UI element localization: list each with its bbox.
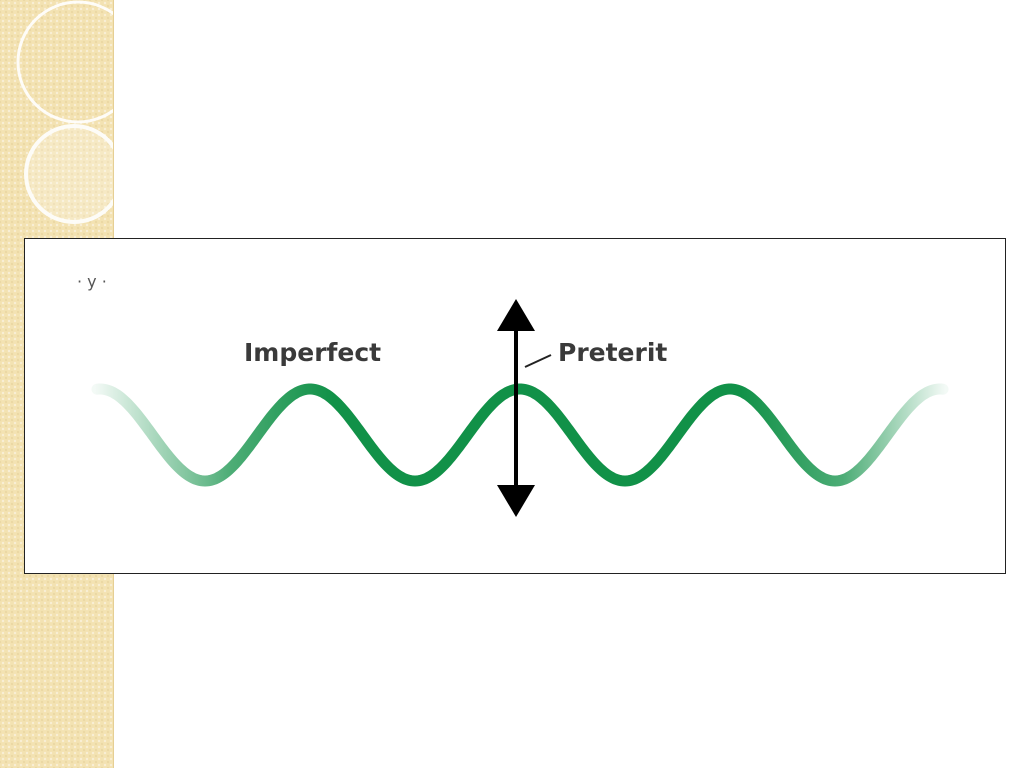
imperfect-label: Imperfect	[244, 338, 381, 367]
imperfect-wave	[91, 383, 949, 487]
timeline-diagram: · y · Imperfect Preterit	[24, 238, 1006, 574]
ring-large	[16, 0, 113, 124]
arrow-head-down	[497, 485, 535, 517]
cropped-text-fragment: · y ·	[77, 272, 107, 291]
arrow-head-up	[497, 299, 535, 331]
ring-small	[24, 124, 113, 224]
preterit-arrow	[497, 299, 535, 517]
preterit-leader-line	[524, 354, 552, 368]
diagram-canvas: · y · Imperfect Preterit	[77, 272, 949, 517]
decorative-rings	[16, 0, 113, 224]
preterit-label: Preterit	[558, 338, 667, 367]
